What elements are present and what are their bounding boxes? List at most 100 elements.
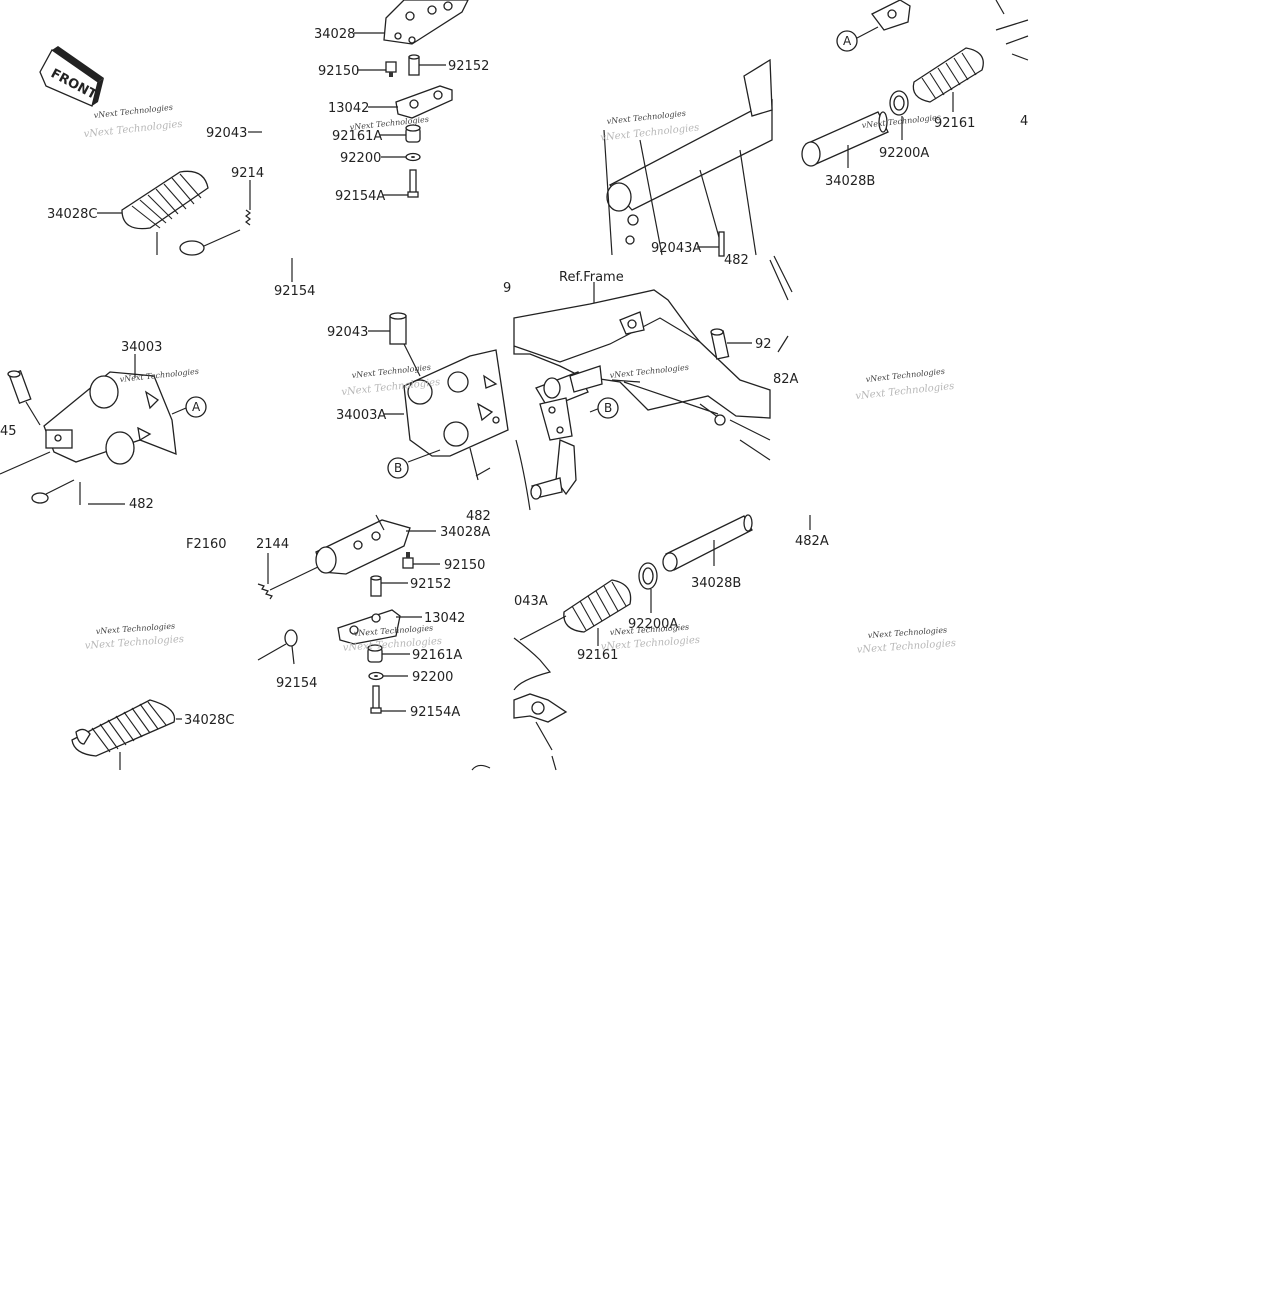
svg-text:vNext Technologies: vNext Technologies [855, 381, 955, 402]
label-92043-mid: 92043 [327, 325, 368, 340]
circle-b-frame: B [597, 397, 619, 419]
rubber-92161-top [912, 47, 984, 103]
circle-b-mid: B [387, 457, 409, 479]
label-ref-frame: Ref.Frame [559, 270, 624, 285]
damper-92161a-top [405, 124, 421, 143]
label-92154-top: 92154 [274, 284, 315, 299]
label-92200-top: 92200 [340, 151, 381, 166]
watermark-3: vNext Technologies vNext Technologies [600, 109, 700, 144]
tube-34028b-top [801, 111, 889, 167]
footpeg-bracket-34028 [383, 0, 469, 45]
bolt-92154a-top [407, 169, 419, 198]
label-92-cut-b: 92 [755, 337, 772, 352]
label-34028c-bottom: 34028C [184, 713, 234, 728]
label-92154-bottom: 92154 [276, 676, 317, 691]
label-92200-bottom: 92200 [412, 670, 453, 685]
rubber-34028c-top [121, 170, 209, 230]
tube-34028b-bottom [662, 514, 753, 572]
label-34028: 34028 [314, 27, 355, 42]
watermark-8: vNext Technologies vNext Technologies [856, 625, 956, 656]
circle-a-top-label: A [843, 34, 852, 48]
spring-9214 [245, 209, 251, 226]
circle-a-mid-label: A [192, 400, 201, 414]
label-13042-bottom: 13042 [424, 611, 465, 626]
watermark-1: vNext Technologies vNext Technologies [83, 103, 183, 140]
svg-text:vNext Technologies: vNext Technologies [119, 367, 199, 384]
footpeg-holder-34003 [43, 371, 177, 465]
watermark-7: vNext Technologies vNext Technologies [600, 622, 700, 653]
pin-92-right [710, 328, 730, 360]
pin-bracket-top [179, 229, 241, 256]
washer-92200a-top [889, 90, 909, 116]
bolt-92150-top [385, 61, 397, 77]
footpeg-holder-34003a [403, 349, 509, 457]
frame-reference [513, 289, 771, 511]
label-92150-top: 92150 [318, 64, 359, 79]
rubber-92161-bottom [563, 579, 632, 633]
circle-b-frame-label: B [604, 401, 612, 415]
label-34028c-top: 34028C [47, 207, 97, 222]
plate-13042-bottom [337, 609, 401, 645]
bracket-upper-right [871, 0, 1029, 61]
label-92161-top: 92161 [934, 116, 975, 131]
watermark-5: vNext Technologies vNext Technologies [84, 621, 184, 652]
label-9214-cut: 9214 [231, 166, 264, 181]
svg-text:vNext Technologies: vNext Technologies [606, 109, 686, 126]
label-92152-bottom: 92152 [410, 577, 451, 592]
svg-text:vNext Technologies: vNext Technologies [93, 103, 173, 120]
label-34003: 34003 [121, 340, 162, 355]
washer-92200-top [405, 152, 421, 162]
frame-lower-right [513, 637, 568, 771]
label-92043-top: 92043 [206, 126, 247, 141]
label-92154a-top: 92154A [335, 189, 385, 204]
svg-text:vNext Technologies: vNext Technologies [96, 621, 176, 636]
label-043a-cut: 043A [514, 594, 548, 609]
label-482-left: 482 [129, 497, 154, 512]
label-92161-bottom: 92161 [577, 648, 618, 663]
watermark-4: vNext Technologies vNext Technologies [855, 367, 955, 402]
svg-text:vNext Technologies: vNext Technologies [865, 367, 945, 384]
svg-text:vNext Technologies: vNext Technologies [600, 122, 700, 143]
label-figure-code: F2160 [186, 537, 227, 552]
label-92152-top: 92152 [448, 59, 489, 74]
label-92-cut-a: 9 [503, 281, 511, 296]
label-92150-bottom: 92150 [444, 558, 485, 573]
svg-text:vNext Technologies: vNext Technologies [84, 634, 184, 652]
label-92161a-bottom: 92161A [412, 648, 462, 663]
label-34028b-bottom: 34028B [691, 576, 741, 591]
circle-a-top: A [836, 30, 858, 52]
svg-text:vNext Technologies: vNext Technologies [868, 625, 948, 640]
spring-2144 [257, 583, 273, 600]
washer-92200-bottom [368, 671, 384, 681]
label-92043a-top: 92043A [651, 241, 701, 256]
label-482-mid: 482 [466, 509, 491, 524]
svg-text:vNext Technologies: vNext Technologies [600, 635, 700, 653]
frame-tube-top [603, 58, 773, 256]
label-482a: 482A [795, 534, 829, 549]
label-13042-top: 13042 [328, 101, 369, 116]
plate-13042-top [395, 85, 453, 119]
label-482-cut: 482 [724, 253, 749, 268]
svg-text:vNext Technologies: vNext Technologies [610, 622, 690, 637]
bolt-92154a-bottom [370, 685, 382, 714]
label-4-cut: 4 [1020, 114, 1028, 129]
label-92200a-top: 92200A [879, 146, 929, 161]
label-92200a-bottom: 92200A [628, 617, 678, 632]
label-45-cut: 45 [0, 424, 17, 439]
bolt-92154-bottom [257, 629, 298, 665]
bolt-92150-bottom [402, 552, 414, 569]
rubber-34028c-bottom [71, 699, 176, 757]
washer-92200a-bottom [638, 562, 658, 590]
svg-text:vNext Technologies: vNext Technologies [856, 638, 956, 656]
svg-text:vNext Technologies: vNext Technologies [83, 119, 183, 140]
label-482a-cut: 82A [773, 372, 799, 387]
damper-92161a-bottom [367, 644, 383, 663]
label-34003a: 34003A [336, 408, 386, 423]
pin-92043a [718, 231, 725, 257]
collar-92152-bottom [370, 575, 382, 597]
label-92161a-top: 92161A [332, 129, 382, 144]
collar-92152-top [408, 54, 420, 76]
watermark-12: vNext Technologies [119, 367, 199, 384]
label-2144-cut: 2144 [256, 537, 289, 552]
